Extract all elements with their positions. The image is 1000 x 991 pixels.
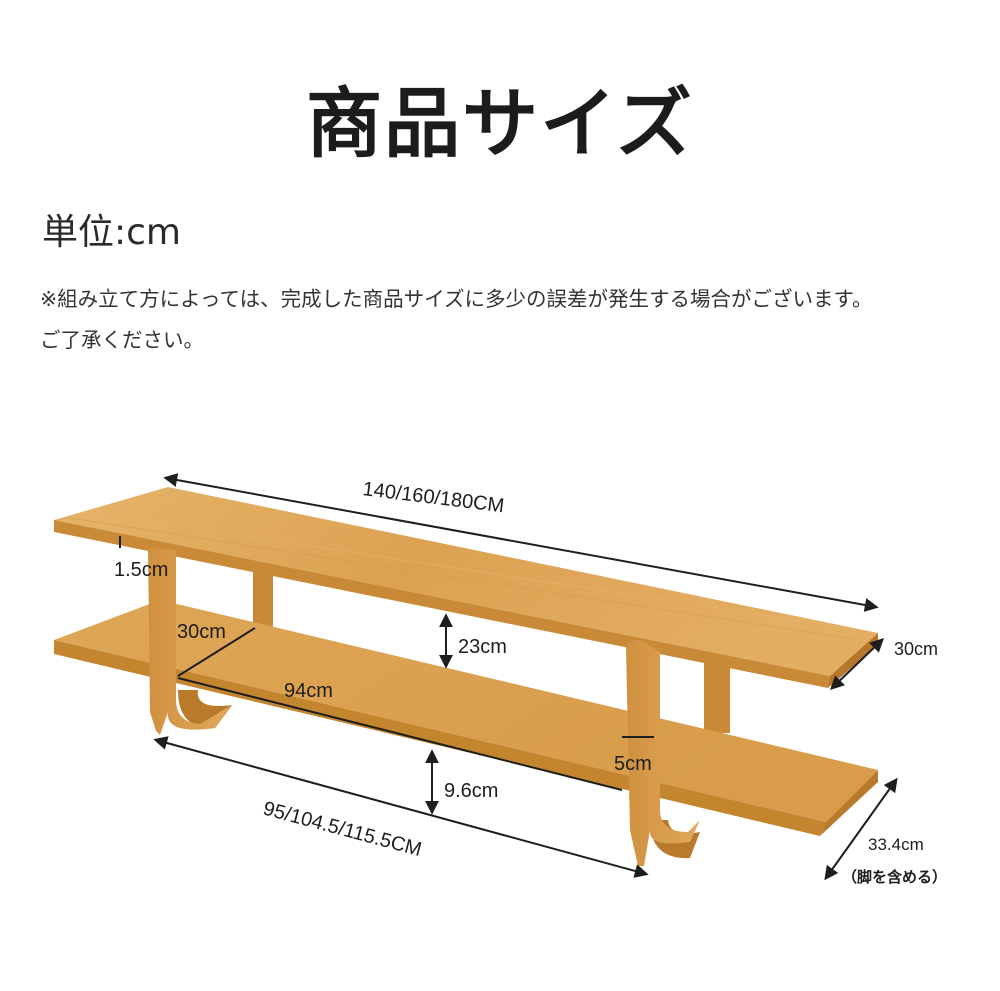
disclaimer-note-line-2: ご了承ください。 bbox=[40, 328, 204, 352]
disclaimer-note-line-1: ※組み立て方によっては、完成した商品サイズに多少の誤差が発生する場合がございます… bbox=[40, 287, 873, 311]
bottom-length-dimension-line bbox=[153, 736, 649, 878]
total-depth-label: 33.4cm bbox=[868, 835, 924, 854]
shelf-gap-label: 23cm bbox=[458, 636, 507, 658]
total-depth-note: （脚を含める） bbox=[842, 868, 947, 886]
total-depth-dimension-line bbox=[824, 777, 898, 881]
inner-depth-dimension-line bbox=[177, 627, 256, 677]
depth-dimension-line bbox=[829, 638, 885, 690]
length-label: 140/160/180CM bbox=[361, 478, 505, 517]
inner-width-label: 94cm bbox=[284, 680, 333, 702]
dimension-lines bbox=[119, 473, 898, 881]
length-dimension-line bbox=[163, 473, 879, 612]
depth-label: 30cm bbox=[894, 639, 938, 659]
inner-depth-label: 30cm bbox=[177, 621, 226, 643]
top-thickness-label: 1.5cm bbox=[114, 559, 168, 581]
unit-label: 単位:cm bbox=[42, 212, 181, 253]
page-title: 商品サイズ bbox=[306, 79, 694, 168]
leg-width-label: 5cm bbox=[614, 753, 652, 775]
bottom-clearance-label: 9.6cm bbox=[444, 780, 498, 802]
